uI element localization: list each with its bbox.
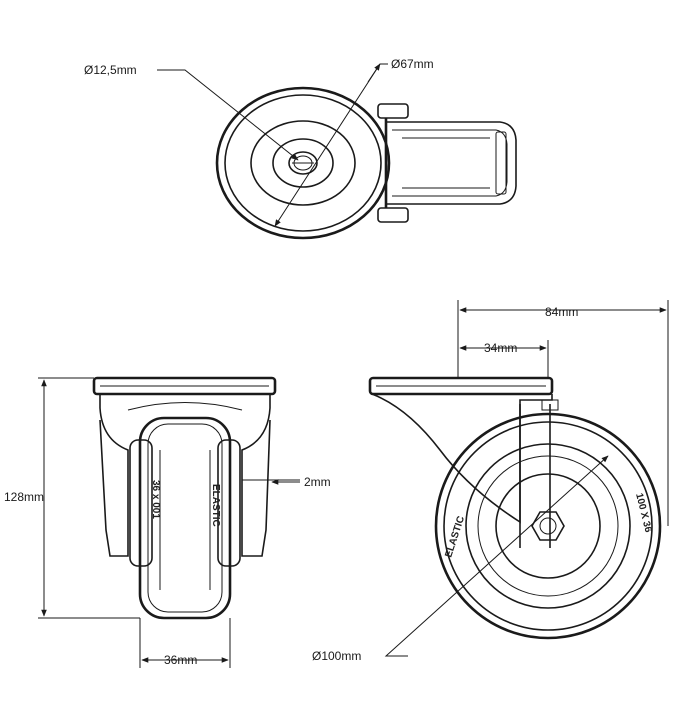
axle-diameter-leader: [157, 69, 299, 161]
front-view-tread-right: ELASTIC: [210, 484, 221, 527]
hub-diameter-label: Ø67mm: [391, 57, 434, 71]
wheel-width-label: 36mm: [164, 653, 197, 667]
side-view: ELASTIC 100 X 36 84mm 34mm Ø100mm: [312, 300, 669, 663]
front-view-tread-left: 36 x 001: [150, 480, 161, 519]
front-view-wheel: [138, 416, 232, 620]
clearance-label: 2mm: [304, 475, 331, 489]
side-view-top-plate: [368, 376, 554, 396]
axle-diameter-label: Ø12,5mm: [84, 63, 137, 77]
front-view-bracket-right: [241, 394, 271, 557]
total-height-label: 128mm: [4, 490, 44, 504]
front-view: 36 x 001 ELASTIC 128mm 36mm 2mm: [4, 376, 331, 668]
side-view-fork-arm: [371, 393, 553, 524]
axle-nut-icon: [531, 511, 565, 541]
top-view-wheel: [215, 86, 391, 240]
side-view-tread-left: ELASTIC: [443, 515, 467, 559]
wheel-diameter-leader: [384, 455, 609, 657]
front-view-bracket-left: [99, 394, 129, 557]
front-view-top-plate: [92, 376, 277, 396]
top-view: Ø12,5mm Ø67mm: [84, 57, 517, 240]
wheel-diameter-label: Ø100mm: [312, 649, 361, 663]
offset-label: 34mm: [484, 341, 517, 355]
overall-length-label: 84mm: [545, 305, 578, 319]
side-view-wheel: [434, 412, 662, 640]
top-view-fork: [377, 103, 517, 223]
